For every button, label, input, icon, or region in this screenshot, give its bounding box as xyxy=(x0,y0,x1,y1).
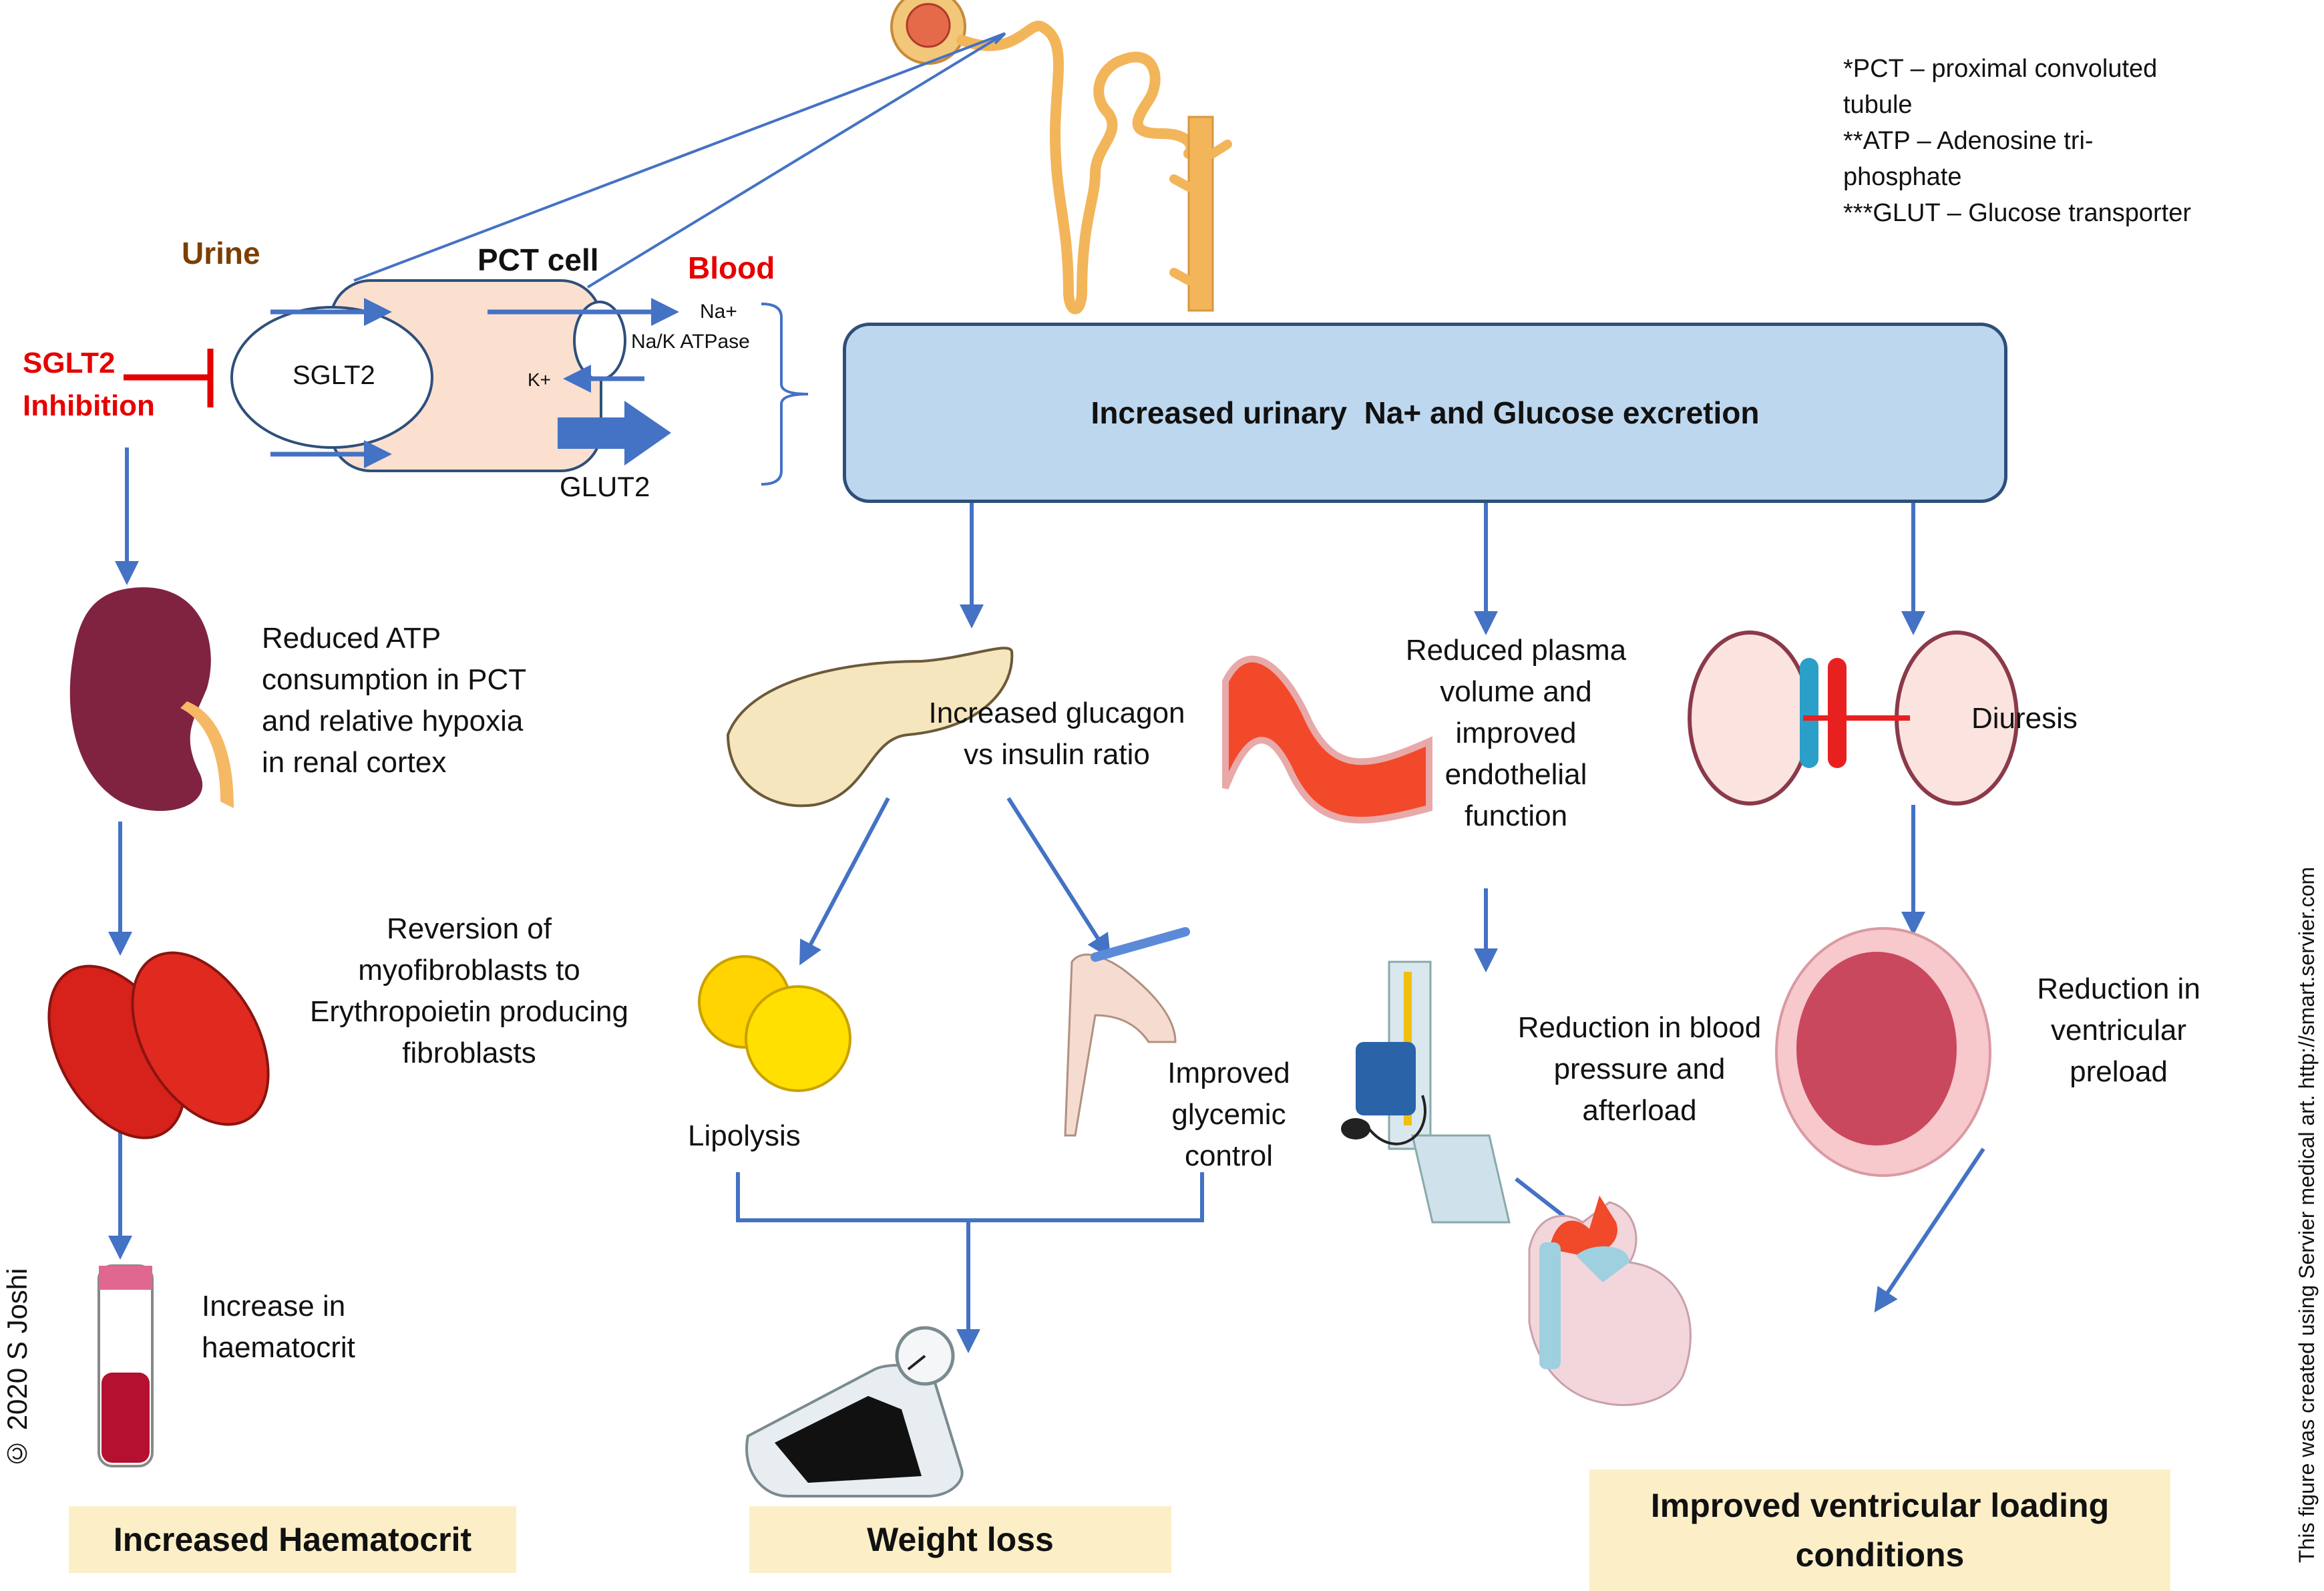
sglt2-transporter xyxy=(230,306,433,449)
outcome-improved-ventricular-loading: Improved ventricular loading conditions xyxy=(1589,1469,2170,1591)
glucagon-text: Increased glucagon vs insulin ratio xyxy=(915,693,1199,775)
glycemic-text: Improved glycemic control xyxy=(1162,1053,1296,1177)
sglt2-inhibition-label: SGLT2 Inhibition xyxy=(23,342,155,427)
nephron-illustration xyxy=(890,0,1232,315)
text-line: function xyxy=(1464,800,1568,832)
lipolysis-label: Lipolysis xyxy=(688,1119,801,1152)
text-line: afterload xyxy=(1582,1094,1697,1127)
kidney-effect-text: Reduced ATP consumption in PCT and relat… xyxy=(262,618,526,783)
text-line: glycemic xyxy=(1171,1098,1286,1131)
text-line: control xyxy=(1184,1139,1274,1172)
red-blood-cells-illustration xyxy=(47,951,270,1139)
kidney-illustration xyxy=(69,587,234,812)
copyright-notice: © 2020 S Joshi xyxy=(1,1268,33,1469)
glut2-label: GLUT2 xyxy=(560,471,650,502)
text-line: endothelial xyxy=(1444,758,1587,791)
urine-label: Urine xyxy=(182,236,260,271)
sglt2-label: SGLT2 xyxy=(293,361,375,390)
text-line: consumption in PCT xyxy=(262,663,527,696)
main-outcome-box: Increased urinary Na+ and Glucose excret… xyxy=(843,323,2007,503)
plasma-volume-text: Reduced plasma volume and improved endot… xyxy=(1376,630,1656,837)
outcome-label: Increased Haematocrit xyxy=(113,1521,472,1558)
pct-cell xyxy=(230,279,809,486)
text-line: Erythropoietin producing xyxy=(310,995,628,1028)
inhibition-line: SGLT2 xyxy=(23,347,116,379)
pct-cell-label: PCT cell xyxy=(477,242,599,277)
na-k-atpase-label: Na/K ATPase xyxy=(631,331,750,353)
abbreviation-legend: *PCT – proximal convoluted tubule **ATP … xyxy=(1843,51,2311,231)
legend-line: phosphate xyxy=(1843,163,1962,191)
haematocrit-text: Increase in haematocrit xyxy=(202,1286,355,1369)
bathroom-scale-illustration xyxy=(745,1326,964,1497)
text-line: Increased glucagon xyxy=(928,697,1185,729)
outcome-increased-haematocrit: Increased Haematocrit xyxy=(69,1506,516,1573)
na-label: Na+ xyxy=(700,301,737,323)
text-line: ventricular xyxy=(2051,1014,2186,1047)
servier-attribution: This figure was created using Servier me… xyxy=(2295,866,2319,1563)
blood-vessel-illustration xyxy=(1222,655,1432,824)
outcome-weight-loss: Weight loss xyxy=(749,1506,1171,1573)
outcome-label: Weight loss xyxy=(867,1521,1054,1558)
text-line: Reduced ATP xyxy=(262,622,441,655)
blood-pressure-text: Reduction in blood pressure and afterloa… xyxy=(1489,1007,1790,1131)
legend-line: ***GLUT – Glucose transporter xyxy=(1843,199,2191,227)
ventricle-illustration xyxy=(1775,927,1991,1177)
glut2-arrow xyxy=(558,401,671,466)
flow-arrows xyxy=(108,448,1985,1353)
heart-illustration xyxy=(1528,1196,1692,1407)
text-line: preload xyxy=(2070,1055,2168,1088)
text-line: pressure and xyxy=(1553,1053,1726,1085)
diuresis-label: Diuresis xyxy=(1971,702,2078,735)
kidneys-pair-illustration xyxy=(1688,631,2019,806)
blood-tube-illustration xyxy=(98,1264,154,1467)
text-line: myofibroblasts to xyxy=(358,954,580,987)
main-box-label: Increased urinary Na+ and Glucose excret… xyxy=(1091,395,1760,430)
k-label: K+ xyxy=(528,369,552,390)
text-line: fibroblasts xyxy=(402,1037,536,1069)
text-line: Improved xyxy=(1167,1057,1290,1089)
zoom-line xyxy=(586,32,1006,289)
legend-line: tubule xyxy=(1843,91,1913,119)
inhibition-symbol xyxy=(124,349,214,407)
text-line: vs insulin ratio xyxy=(964,738,1150,771)
text-line: Reversion of xyxy=(386,912,552,945)
text-line: Increase in xyxy=(202,1290,346,1322)
text-line: Reduction in blood xyxy=(1517,1011,1762,1044)
pancreas-illustration xyxy=(726,647,1014,808)
text-line: Reduction in xyxy=(2037,973,2200,1005)
text-line: improved xyxy=(1455,717,1577,749)
text-line: in renal cortex xyxy=(262,746,447,779)
outcome-label: Improved ventricular loading xyxy=(1650,1487,2110,1524)
text-line: haematocrit xyxy=(202,1331,355,1364)
text-line: and relative hypoxia xyxy=(262,705,524,737)
inhibition-line: Inhibition xyxy=(23,389,155,422)
preload-text: Reduction in ventricular preload xyxy=(2017,968,2220,1093)
blood-bracket xyxy=(761,303,809,486)
legend-line: *PCT – proximal convoluted xyxy=(1843,55,2158,83)
sphygmomanometer-illustration xyxy=(1341,960,1511,1224)
rbc-effect-text: Reversion of myofibroblasts to Erythropo… xyxy=(280,908,658,1074)
text-line: Reduced plasma xyxy=(1405,634,1627,667)
text-line: volume and xyxy=(1440,675,1592,708)
outcome-label: conditions xyxy=(1795,1536,1965,1574)
zoom-line xyxy=(353,32,1006,282)
legend-line: **ATP – Adenosine tri- xyxy=(1843,127,2094,155)
fat-cells-illustration xyxy=(698,955,851,1092)
blood-label: Blood xyxy=(688,250,775,285)
insulin-pen-illustration xyxy=(1064,927,1190,1137)
